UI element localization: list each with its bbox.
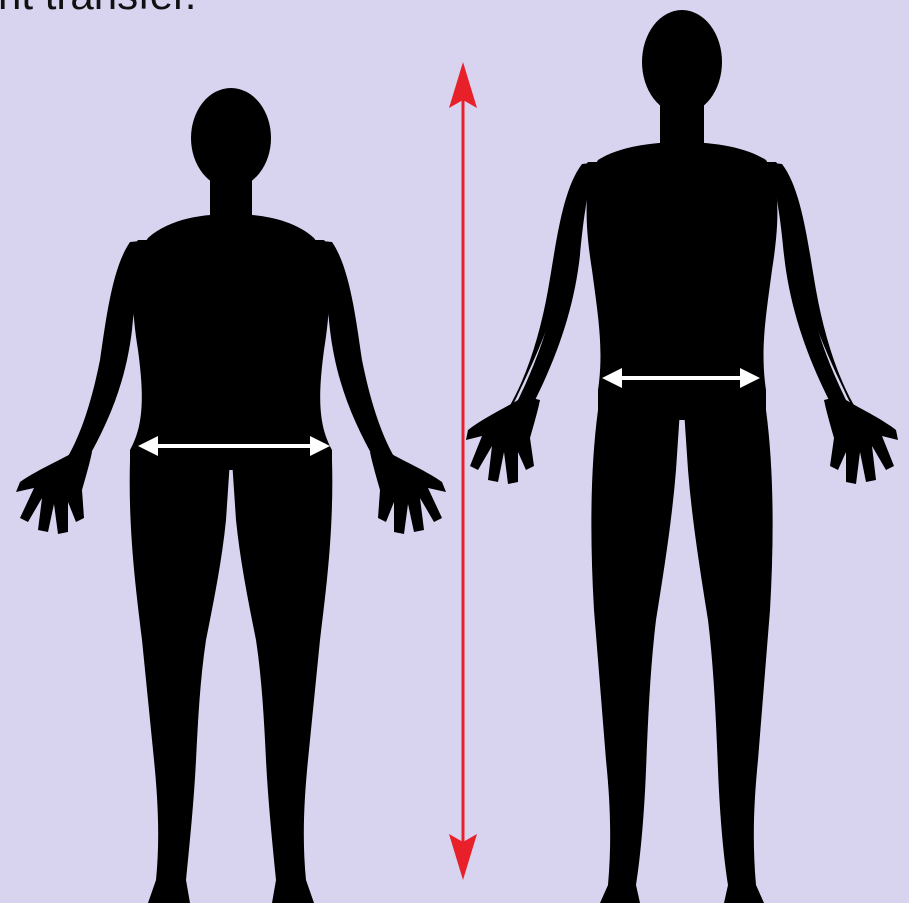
height-arrow	[449, 62, 477, 880]
right-human-silhouette-icon	[466, 10, 898, 903]
left-human-silhouette-icon	[16, 88, 446, 903]
